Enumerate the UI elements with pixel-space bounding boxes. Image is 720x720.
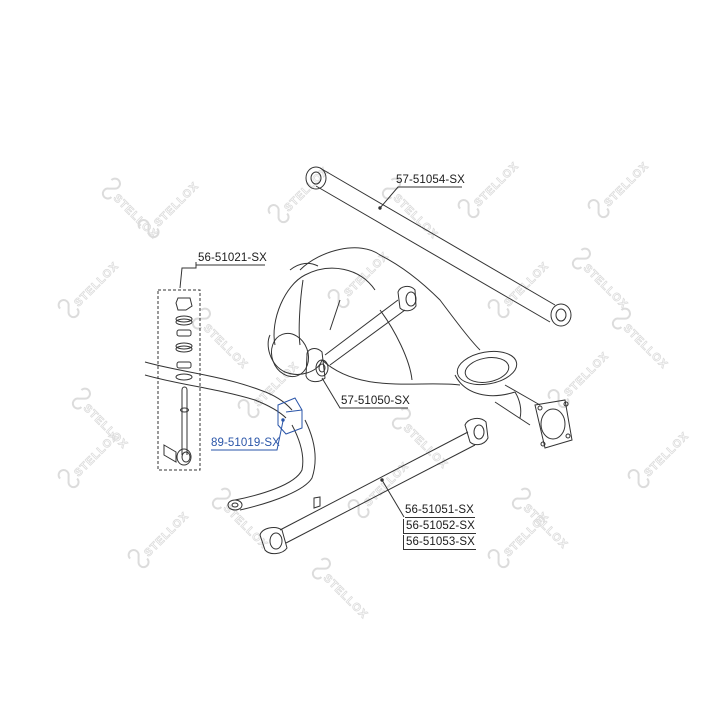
label-upper-link[interactable]: 57-51054-SX bbox=[396, 174, 465, 186]
upper-link-drawing bbox=[305, 166, 572, 327]
bushing-leader-line bbox=[211, 420, 284, 451]
label-stabilizer-link-kit[interactable]: 56-51021-SX bbox=[198, 252, 267, 264]
leader-lines bbox=[196, 186, 462, 518]
label-lower-link-2[interactable]: 56-51052-SX bbox=[403, 519, 476, 534]
lower-link-drawing bbox=[259, 417, 489, 555]
stabilizer-link-kit-drawing bbox=[157, 262, 201, 471]
differential-housing bbox=[267, 247, 573, 449]
label-stabilizer-bushing[interactable]: 89-51019-SX bbox=[211, 437, 280, 449]
label-diff-link[interactable]: 57-51050-SX bbox=[341, 395, 410, 407]
diff-link-drawing bbox=[305, 285, 417, 383]
label-lower-link-1[interactable]: 56-51051-SX bbox=[405, 504, 475, 518]
label-lower-link-3[interactable]: 56-51053-SX bbox=[403, 535, 476, 550]
lower-link-label-group: 56-51051-SX 56-51052-SX 56-51053-SX bbox=[403, 503, 476, 550]
